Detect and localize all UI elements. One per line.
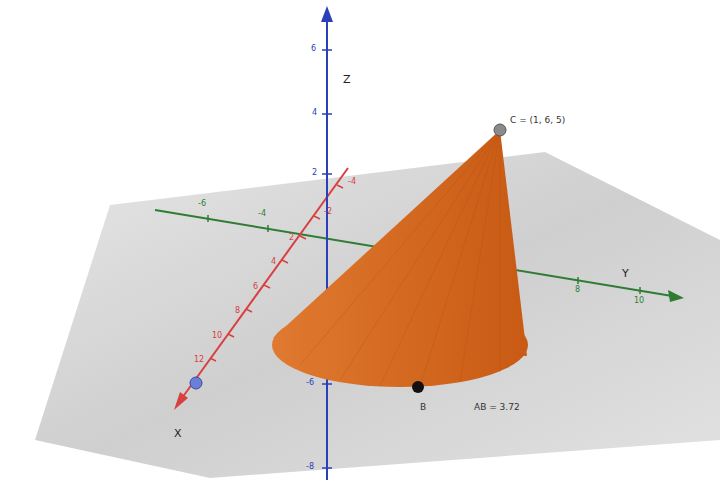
point	[190, 377, 202, 389]
x-axis-arrow	[174, 392, 188, 410]
cone-shading	[300, 130, 500, 387]
cone-base	[272, 303, 528, 387]
apex-point	[494, 124, 506, 136]
axis-label: X	[174, 428, 182, 439]
axis-label: Y	[622, 268, 629, 279]
tick-number: -2	[324, 208, 332, 216]
tick-number: 4	[312, 109, 317, 117]
tick-number: 12	[194, 356, 204, 364]
tick-number: 2	[289, 234, 294, 242]
base-point	[412, 381, 424, 393]
y-axis-arrow	[668, 290, 684, 302]
measurement-label: AB = 3.72	[474, 403, 520, 412]
tick-number: -4	[258, 210, 266, 218]
axis-label: Z	[343, 74, 351, 85]
z-axis-arrow	[321, 6, 333, 22]
tick-number: -8	[306, 463, 314, 471]
z-ticks	[322, 50, 332, 468]
tick-number: 10	[212, 332, 222, 340]
point-label: C = (1, 6, 5)	[510, 116, 565, 125]
tick-number: 10	[634, 297, 644, 305]
tick-number: 8	[575, 286, 580, 294]
z-axis	[326, 18, 328, 480]
tick-number: -6	[198, 200, 206, 208]
tick-number: 4	[271, 258, 276, 266]
tick-number: 6	[253, 283, 258, 291]
point-label: B	[420, 403, 426, 412]
tick-number: 6	[311, 45, 316, 53]
tick-number: 8	[235, 307, 240, 315]
tick-number: -4	[348, 178, 356, 186]
tick-number: -6	[306, 379, 314, 387]
tick-number: 2	[312, 169, 317, 177]
xy-plane	[35, 152, 720, 478]
